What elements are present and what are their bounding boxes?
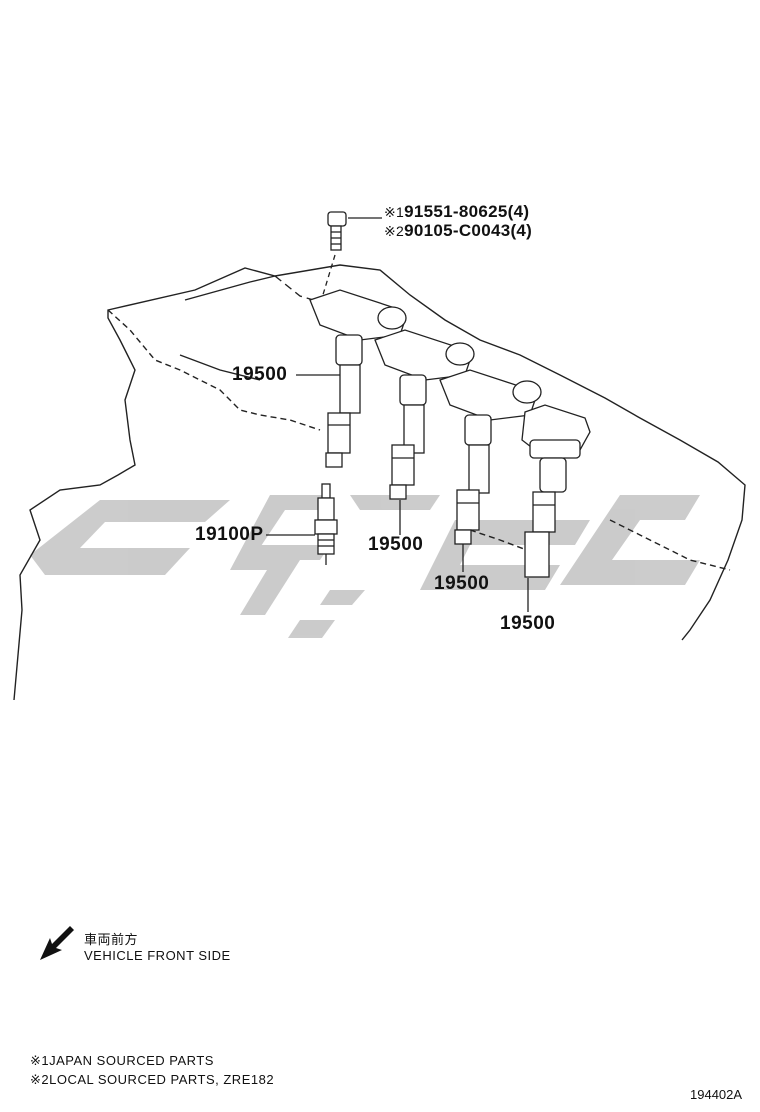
ignition-coil-1 [309, 289, 407, 468]
coil-callout-2: 19500 [368, 534, 424, 555]
cylinder-head-outline [13, 264, 746, 701]
brand-watermark-logo [30, 495, 700, 638]
bolt-callout-1-mark: ※1 [384, 204, 405, 220]
leader-lines [266, 374, 529, 612]
arrow-down-left-icon [40, 926, 78, 960]
ignition-coil-2 [374, 329, 475, 500]
bolt-callout-2: ※290105-C0043(4) [384, 221, 532, 241]
note-1: ※1JAPAN SOURCED PARTS [30, 1053, 214, 1069]
bolt-callout-1: ※191551-80625(4) [384, 202, 529, 222]
front-side-label-jp: 車両前方 [84, 932, 139, 947]
note-1-mark: ※1 [30, 1053, 50, 1068]
bolt-callout-1-text: 91551-80625(4) [404, 202, 530, 221]
coil-callout-3: 19500 [434, 573, 490, 594]
coil-callout-1: 19500 [232, 364, 288, 385]
spark-plug-icon [314, 483, 338, 565]
bolt-callout-2-mark: ※2 [384, 223, 405, 239]
ignition-coil-3 [439, 369, 542, 545]
figure-number: 194402A [690, 1087, 743, 1102]
bolt-callout-2-text: 90105-C0043(4) [404, 221, 533, 240]
note-1-text: JAPAN SOURCED PARTS [49, 1053, 214, 1068]
front-side-label: VEHICLE FRONT SIDE [84, 948, 231, 963]
note-2-text: LOCAL SOURCED PARTS, ZRE182 [49, 1072, 275, 1087]
ignition-coil-4 [521, 404, 591, 578]
spark-plug-callout: 19100P [195, 524, 264, 545]
note-2: ※2LOCAL SOURCED PARTS, ZRE182 [30, 1072, 274, 1088]
note-2-mark: ※2 [30, 1072, 50, 1087]
bolt-icon [321, 211, 382, 299]
coil-callout-4: 19500 [500, 613, 556, 634]
